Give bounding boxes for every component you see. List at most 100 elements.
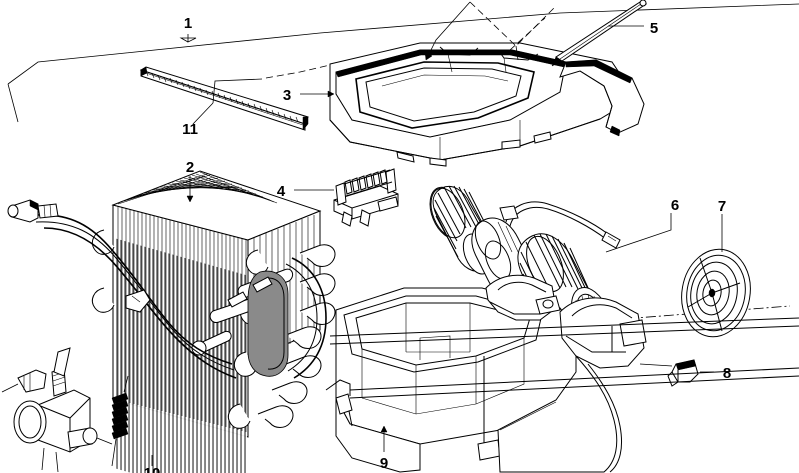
part-3-lid-arch-seal xyxy=(565,59,633,84)
part-7-hub xyxy=(708,288,716,298)
pressure-switch-nut xyxy=(37,203,59,219)
part-7-fan-wheel-grille: 7 xyxy=(609,198,791,338)
part-2-arc-tube-outer xyxy=(291,257,327,379)
part-7-spoke-c xyxy=(711,292,723,332)
part-3-arch-foot xyxy=(609,125,621,137)
part-5-pin-tip xyxy=(551,56,563,67)
part-8-mount-line xyxy=(639,363,673,367)
callout-7-label: 7 xyxy=(718,198,726,215)
part-7-spoke-d xyxy=(711,282,741,294)
part-10-outlet-line xyxy=(96,437,113,445)
part-3-lid-skirt xyxy=(329,64,601,161)
callout-11-label: 11 xyxy=(182,121,198,138)
part-9-front-skirt xyxy=(335,397,421,473)
part-9-duct-fold xyxy=(499,401,557,431)
rail-lower-b xyxy=(349,375,799,399)
part-1-leader-tail xyxy=(7,83,19,123)
part-9-leader-tick xyxy=(380,425,388,433)
callout-10-label: 10 xyxy=(144,465,161,473)
part-5-retaining-pin-clip: 5 xyxy=(424,0,658,67)
part-1-upper-housing-assembly: 1 xyxy=(7,3,799,123)
part-10-wire-b xyxy=(55,451,59,473)
part-11-sealing-strip-gasket: 11 xyxy=(139,64,331,138)
part-4-blower-resistor: 4 xyxy=(277,168,399,227)
part-6-bracket xyxy=(499,205,519,221)
pressure-switch-cap xyxy=(7,204,19,218)
part-2-front-fin-lines xyxy=(117,206,247,432)
part-3-lid-skirt-inner xyxy=(335,93,511,138)
part-10-fitting xyxy=(17,369,47,393)
part-2-elbow-inner xyxy=(267,277,285,370)
callout-6-label: 6 xyxy=(671,197,679,214)
part-11-strip-edge xyxy=(142,71,307,127)
rail-upper-a xyxy=(329,317,799,337)
part-9-tray-rim-outer xyxy=(343,295,543,373)
part-10-fitting-line xyxy=(1,383,19,393)
part-10-valve-disc-inner xyxy=(18,405,42,439)
part-11-leader xyxy=(192,102,214,125)
mounting-rails xyxy=(325,317,799,399)
part-9-skirt-tab xyxy=(335,393,353,415)
part-5-insert-path-a xyxy=(469,1,557,47)
part-4-coil-top-rail xyxy=(343,169,391,185)
part-3-pad-d xyxy=(533,131,552,144)
pressure-switch-hex xyxy=(29,199,39,211)
part-2-evaporator-core: 2 xyxy=(91,159,336,473)
part-10-temperature-sensor-probe: 10 xyxy=(1,347,161,473)
part-9-duct-edge xyxy=(587,363,623,473)
part-3-pad-a xyxy=(396,151,415,163)
part-10-coil-probe xyxy=(111,375,129,467)
part-4-support-right xyxy=(385,168,397,194)
part-9-floor-foot xyxy=(477,439,501,461)
callout-3-label: 3 xyxy=(283,87,291,104)
part-11-strip-front-face xyxy=(140,69,306,131)
part-2-leader-tick xyxy=(186,195,194,203)
part-9-inner-floor xyxy=(361,338,525,415)
part-3-housing-cover-lid: 3 xyxy=(283,42,645,167)
part-3-lid-arch-inner xyxy=(579,70,613,128)
callout-5-label: 5 xyxy=(650,20,658,37)
part-4-coil-bottom-rail xyxy=(345,181,393,197)
part-7-inner-ring xyxy=(696,270,730,316)
part-2-top-fin-edges xyxy=(117,171,278,205)
refrigerant-line-upper xyxy=(35,214,233,365)
part-2-stub-a xyxy=(252,276,273,293)
part-7-spoke-a xyxy=(699,257,713,294)
part-9-lower-housing-tray: 9 xyxy=(335,274,647,473)
refrigerant-line-assembly xyxy=(7,199,237,379)
callout-8-label: 8 xyxy=(723,365,731,382)
part-10-capillary-arm xyxy=(53,347,71,377)
part-2-arc-tube-inner xyxy=(285,263,318,372)
part-7-mid-ring xyxy=(690,261,738,325)
part-11-strip-cap-right xyxy=(302,116,309,131)
part-10-outlet-cap xyxy=(82,427,98,445)
part-11-strip-texture xyxy=(145,70,299,123)
part-5-pin-highlight xyxy=(559,3,642,60)
part-3-pad-c xyxy=(501,139,521,150)
rail-lower-a xyxy=(349,367,799,391)
part-3-lid-rim-highlight xyxy=(381,74,509,87)
part-1-leader-tick xyxy=(179,34,197,43)
line-clamp xyxy=(125,289,151,313)
callout-1-label: 1 xyxy=(184,15,192,32)
part-7-hub-ring xyxy=(702,279,722,307)
part-4-tab xyxy=(377,196,399,212)
part-3-lid-ridge-a-edge xyxy=(447,53,453,73)
part-11-leader-dash xyxy=(265,64,331,79)
part-3-lid-top-seal xyxy=(335,49,567,78)
part-7-spoke-b xyxy=(687,292,713,308)
part-11-strip-cap-left xyxy=(140,66,148,77)
part-4-support-left xyxy=(335,182,347,206)
part-3-lid-rim-outer xyxy=(355,61,535,129)
part-8-clip-top xyxy=(675,359,697,371)
part-2-elbow-shaded xyxy=(247,270,289,377)
part-7-outer-ring-inner xyxy=(686,254,746,332)
part-10-wire-a xyxy=(41,447,45,471)
part-3-leader-tick xyxy=(327,90,335,98)
rail-upper-b xyxy=(329,325,799,345)
part-9-baffle xyxy=(419,335,451,360)
part-5-insert-drop xyxy=(515,45,519,61)
part-4-leg-a xyxy=(341,211,353,227)
